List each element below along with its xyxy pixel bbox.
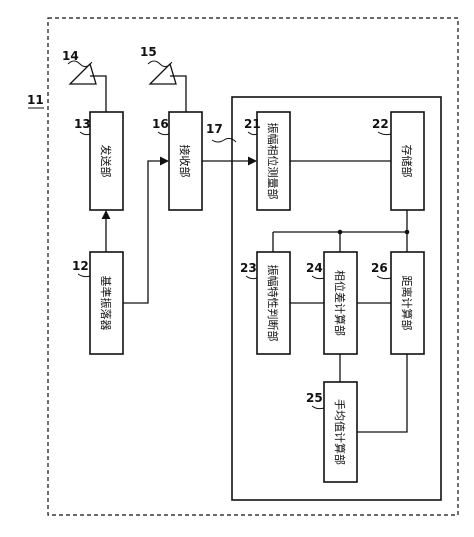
svg-text:距离计算部: 距离计算部	[400, 276, 414, 331]
bus-junction-dot-1	[337, 229, 343, 235]
osc-to-receiver-arrow	[123, 156, 169, 304]
amplitude-characteristic-judgement-block: 振幅特性判断部 23	[240, 251, 291, 355]
transmit-antenna: 14	[62, 49, 107, 112]
svg-text:发送部: 发送部	[99, 145, 113, 178]
receive-antenna: 15	[140, 45, 187, 112]
svg-text:14: 14	[62, 49, 79, 63]
svg-text:23: 23	[240, 261, 257, 275]
svg-text:22: 22	[372, 117, 389, 131]
svg-text:接收部: 接收部	[178, 145, 192, 178]
svg-text:相位差计算部: 相位差计算部	[333, 270, 347, 336]
svg-text:21: 21	[244, 117, 261, 131]
bus-junction-dot-2	[404, 229, 410, 235]
svg-text:振幅特性判断部: 振幅特性判断部	[266, 265, 280, 342]
amplitude-phase-measurement-block: 振幅相位测量部 21	[244, 111, 291, 211]
subsystem-ref-leader	[211, 137, 237, 143]
svg-text:振幅相位测量部: 振幅相位测量部	[266, 123, 280, 200]
svg-text:15: 15	[140, 45, 157, 59]
svg-text:13: 13	[74, 117, 91, 131]
device-ref-label: 11	[27, 93, 44, 107]
svg-text:存储部: 存储部	[400, 145, 414, 178]
device-frame	[47, 17, 459, 516]
svg-text:26: 26	[371, 261, 388, 275]
average-to-distance-line	[357, 354, 408, 433]
storage-block: 存储部 22	[372, 111, 425, 211]
average-calculation-block: 手均值计算部 25	[306, 381, 358, 483]
svg-text:25: 25	[306, 391, 323, 405]
transmitter-block: 发送部 13	[74, 111, 124, 211]
subsystem-ref-label: 17	[206, 122, 223, 136]
distance-calculation-block: 距离计算部 26	[371, 251, 425, 355]
svg-text:12: 12	[72, 259, 89, 273]
svg-text:16: 16	[152, 117, 169, 131]
svg-text:基準振落器: 基準振落器	[99, 276, 113, 331]
svg-text:24: 24	[306, 261, 323, 275]
reference-oscillator-block: 基準振落器 12	[72, 251, 124, 355]
phase-difference-calculation-block: 相位差计算部 24	[306, 251, 358, 355]
receiver-block: 接收部 16	[152, 111, 203, 211]
svg-text:手均值计算部: 手均值计算部	[333, 399, 347, 465]
